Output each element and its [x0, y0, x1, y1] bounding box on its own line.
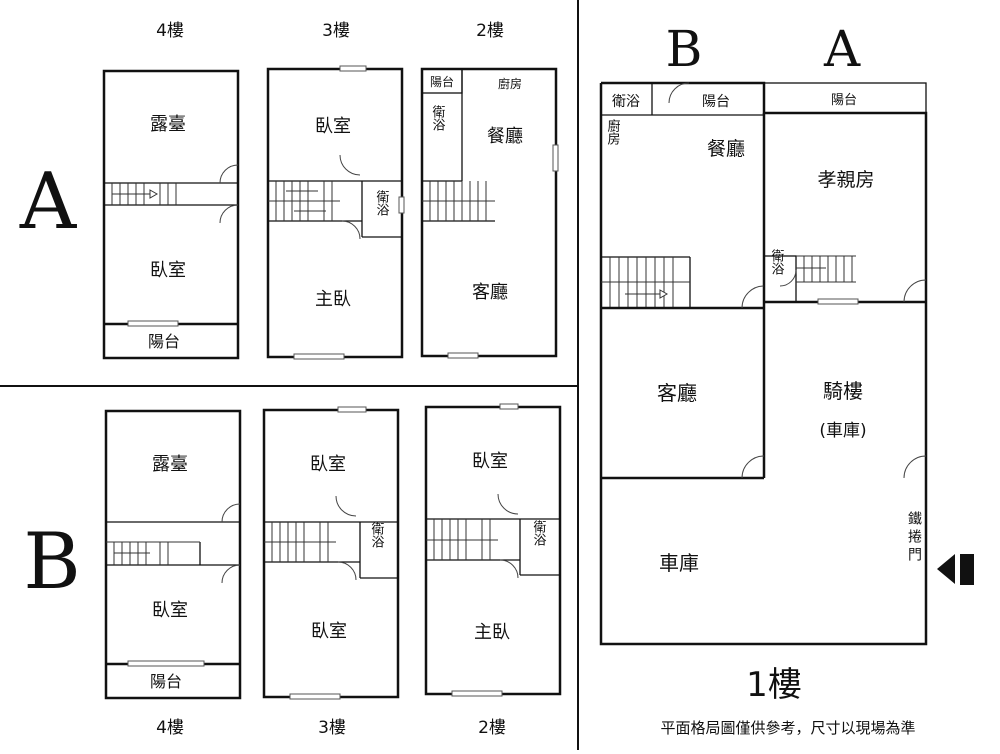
1f-bath-a-label: 衛浴: [769, 249, 785, 275]
a2-bath-label: 衛浴: [430, 105, 446, 131]
1f-bath-b-label: 衛浴: [612, 94, 640, 110]
1f-arcade-label: 騎樓: [823, 379, 863, 403]
door-swing-icon: [219, 164, 239, 184]
a3-master-label: 主臥: [315, 289, 351, 310]
first-label-b: B: [666, 20, 703, 78]
b-floor-2-title: 2樓: [478, 718, 506, 738]
a4-bedroom-label: 臥室: [150, 260, 186, 281]
a-floor-3-title: 3樓: [322, 21, 350, 41]
1f-garage-label: 車庫: [659, 551, 699, 575]
1f-balcony-b-label: 陽台: [702, 94, 730, 110]
1f-arcade-note: (車庫): [819, 421, 866, 441]
a-floor-2-title: 2樓: [476, 21, 504, 41]
a3-bath-label: 衛浴: [374, 190, 390, 216]
plan-a-2f: 陽台 廚房 衛浴 餐廳 客廳: [420, 67, 559, 359]
b2-bedroom-label: 臥室: [472, 451, 508, 472]
plan-1f: 衛浴 陽台 陽台 廚房 餐廳 孝親房 衛浴 客廳 騎樓 (車庫) 車庫 鐵捲門: [599, 81, 928, 646]
b3-bath-label: 衛浴: [369, 522, 385, 548]
plan-a-4f: 露臺 臥室 陽台: [102, 69, 240, 360]
b-floor-3-title: 3樓: [318, 718, 346, 738]
plan-b-2f: 臥室 衛浴 主臥: [424, 403, 562, 697]
a4-terrace-label: 露臺: [150, 114, 186, 135]
stair-arrow-icon: [149, 189, 159, 199]
b2-bath-label: 衛浴: [531, 520, 547, 546]
a2-balcony-label: 陽台: [430, 74, 454, 89]
plan-b-4f: 露臺 臥室 陽台: [104, 409, 242, 700]
disclaimer-text: 平面格局圖僅供參考，尺寸以現場為準: [660, 719, 915, 737]
plan-b-3f: 臥室 衛浴 臥室: [262, 406, 400, 700]
1f-kitchen-label: 廚房: [605, 118, 621, 145]
b3-bedroom-top-label: 臥室: [310, 454, 346, 475]
b2-master-label: 主臥: [474, 622, 510, 643]
first-floor-title: 1樓: [746, 665, 802, 705]
stair-arrow-icon: [659, 289, 669, 299]
entrance-arrow-icon: [937, 554, 974, 585]
b4-bedroom-label: 臥室: [152, 600, 188, 621]
a4-balcony-label: 陽台: [148, 332, 180, 351]
b4-balcony-label: 陽台: [150, 672, 182, 691]
first-label-a: A: [823, 20, 861, 78]
a3-bedroom-label: 臥室: [315, 116, 351, 137]
b3-bedroom-bottom-label: 臥室: [311, 621, 347, 642]
a2-dining-label: 餐廳: [487, 126, 523, 147]
1f-dining-label: 餐廳: [707, 138, 745, 160]
section-a-letter: A: [19, 157, 78, 247]
a2-living-label: 客廳: [472, 282, 508, 303]
b-floor-4-title: 4樓: [156, 718, 184, 738]
window-icon: [127, 320, 179, 327]
a-floor-4-title: 4樓: [156, 21, 184, 41]
b4-terrace-label: 露臺: [152, 454, 188, 475]
1f-living-label: 客廳: [657, 381, 697, 405]
1f-balcony-a-label: 陽台: [831, 93, 857, 108]
1f-parents-room-label: 孝親房: [817, 169, 874, 191]
plan-a-3f: 臥室 衛浴 主臥: [266, 65, 405, 360]
section-b-letter: B: [23, 517, 80, 607]
1f-iron-door-label: 鐵捲門: [906, 510, 922, 565]
a2-kitchen-label: 廚房: [498, 76, 522, 91]
